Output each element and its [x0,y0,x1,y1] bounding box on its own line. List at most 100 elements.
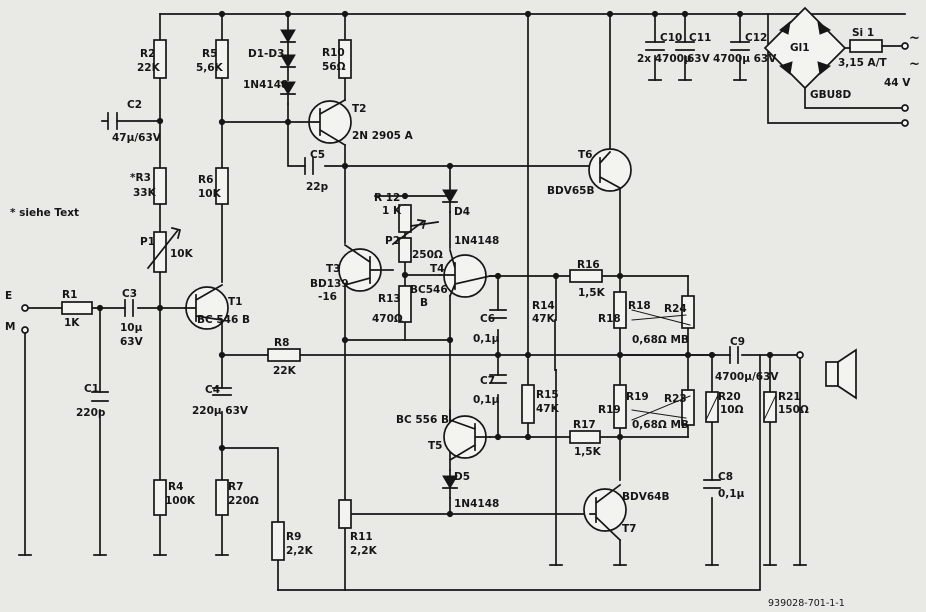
svg-text:R17: R17 [573,419,596,431]
junctions [96,10,774,518]
svg-text:R19: R19 [598,404,621,416]
svg-text:B: B [420,297,428,309]
svg-text:C2: C2 [127,99,142,111]
fuse-si1 [849,39,883,53]
svg-text:R11: R11 [350,531,373,543]
svg-text:10Ω: 10Ω [720,404,744,416]
svg-text:250Ω: 250Ω [412,249,443,261]
svg-text:1N4148: 1N4148 [454,235,499,247]
resistor-r17 [569,430,601,444]
svg-text:P1: P1 [140,236,155,248]
svg-text:22K: 22K [137,62,161,74]
svg-text:1K: 1K [64,317,80,329]
svg-text:R6: R6 [198,174,213,186]
svg-text:Gl1: Gl1 [790,42,810,54]
svg-text:GBU8D: GBU8D [810,89,851,101]
svg-text:R9: R9 [286,531,301,543]
svg-text:R23: R23 [664,393,687,405]
svg-text:Si 1: Si 1 [852,27,874,39]
svg-text:220μ 63V: 220μ 63V [192,405,249,417]
svg-text:R5: R5 [202,48,217,60]
svg-text:BDV64B: BDV64B [622,491,669,503]
note-text: * siehe Text [10,207,79,219]
svg-text:P2: P2 [385,235,400,247]
svg-text:C6: C6 [480,313,495,325]
resistor-r19 [613,384,627,429]
wires [24,13,906,591]
svg-text:33K: 33K [133,187,157,199]
input-m-label: M [5,321,15,333]
resistor-r2 [153,39,167,79]
loudspeaker-icon [825,348,857,400]
figure-code: 939028-701-1-1 [768,598,845,609]
capacitor-bodies [91,41,750,489]
svg-text:BC546: BC546 [410,284,448,296]
resistor-r13 [398,285,412,323]
svg-text:0,1μ: 0,1μ [473,394,500,406]
svg-text:T6: T6 [578,149,592,161]
resistor-r7 [215,479,229,516]
svg-text:BDV65B: BDV65B [547,185,594,197]
svg-text:R20: R20 [718,391,741,403]
ptc-marks [705,394,777,421]
svg-text:*R3: *R3 [130,172,151,184]
svg-text:1,5K: 1,5K [578,287,606,299]
svg-text:0,1μ: 0,1μ [718,488,745,500]
diode-bodies [280,29,458,499]
svg-text:T2: T2 [352,103,366,115]
svg-text:R8: R8 [274,337,289,349]
svg-text:2N 2905 A: 2N 2905 A [352,130,414,142]
resistor-r4 [153,479,167,516]
svg-text:220Ω: 220Ω [228,495,259,507]
svg-text:22K: 22K [273,365,297,377]
svg-text:D4: D4 [454,206,470,218]
svg-text:2x 4700μ: 2x 4700μ [637,53,692,65]
r19-r23-link [631,395,691,421]
svg-text:R19: R19 [626,391,649,403]
transistor-bodies [184,98,632,542]
svg-text:4700μ 63V: 4700μ 63V [713,53,777,65]
svg-text:T3: T3 [326,263,340,275]
svg-text:2,2K: 2,2K [350,545,378,557]
svg-text:1N4148: 1N4148 [454,498,499,510]
svg-text:T4: T4 [430,263,444,275]
resistor-r15 [521,384,535,424]
svg-text:C10: C10 [660,32,682,44]
svg-text:22p: 22p [306,181,329,193]
svg-text:47K: 47K [532,313,556,325]
svg-text:3,15 A/T: 3,15 A/T [838,57,888,69]
svg-text:470Ω: 470Ω [372,313,403,325]
svg-text:2,2K: 2,2K [286,545,314,557]
svg-text:R 12: R 12 [374,192,400,204]
svg-text:T5: T5 [428,440,442,452]
svg-text:1 K: 1 K [382,205,402,217]
svg-text:R10: R10 [322,47,345,59]
svg-text:1N4148: 1N4148 [243,79,288,91]
svg-text:R13: R13 [378,293,401,305]
resistor-r16 [569,269,603,283]
svg-text:C12: C12 [745,32,767,44]
svg-text:44 V: 44 V [884,77,911,89]
resistor-r9 [271,521,285,561]
svg-text:C7: C7 [480,375,495,387]
svg-text:R15: R15 [536,389,559,401]
resistor-r23 [681,389,695,426]
svg-text:0,68Ω MB: 0,68Ω MB [632,419,689,431]
svg-text:4700μ/63V: 4700μ/63V [715,371,779,383]
svg-text:R4: R4 [168,481,183,493]
svg-text:100K: 100K [165,495,196,507]
resistor-r1 [61,301,93,315]
r18-r24-link [631,309,691,326]
labels: E M * siehe Text 939028-701-1-1 R1 1K R2… [5,27,920,609]
resistor-r8 [267,348,301,362]
resistor-bodies [61,39,883,561]
svg-text:R1: R1 [62,289,77,301]
svg-text:~: ~ [909,57,920,72]
svg-text:10μ: 10μ [120,322,143,334]
svg-text:T1: T1 [228,296,242,308]
svg-text:0,1μ: 0,1μ [473,333,500,345]
svg-text:150Ω: 150Ω [778,404,809,416]
resistor-r6 [215,167,229,205]
